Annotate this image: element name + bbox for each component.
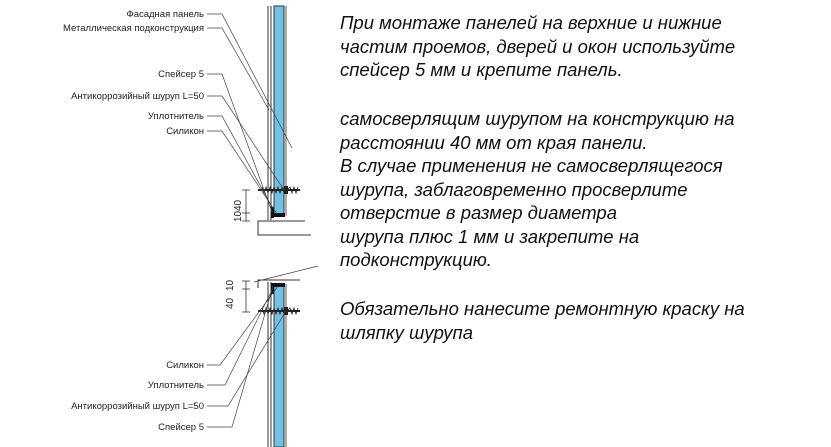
text-line: спейсер 5 мм и крепите панель. xyxy=(340,59,623,80)
dimension-line-bottom xyxy=(242,280,250,313)
dim-40-top: 40 xyxy=(233,199,244,211)
text-line: отверстие в размер диаметра xyxy=(340,202,618,223)
label-silicone: Силикон xyxy=(166,126,204,137)
text-line: шурупа, заблаговременно просверлите xyxy=(340,178,688,200)
label-spacer: Спейсер 5 xyxy=(158,69,204,80)
text-leader-line xyxy=(253,265,319,283)
dim-40-bottom: 40 xyxy=(225,297,236,309)
screw-icon xyxy=(258,185,300,195)
paragraph-3: Обязательно нанесите ремонтную краску на… xyxy=(340,297,745,344)
bottom-detail: 10 40 Силикон Уплотнитель Антикоррозийны… xyxy=(71,279,300,447)
text-line: подконструкцию. xyxy=(340,249,492,270)
paragraph-1: При монтаже панелей на верхние и нижние … xyxy=(340,11,735,82)
label-screw: Антикоррозийный шуруп L=50 xyxy=(71,401,204,412)
label-facade-panel: Фасадная панель xyxy=(126,9,204,20)
paragraph-2: самосверлящим шурупом на конструкцию на … xyxy=(340,107,735,272)
text-line: частим проемов, дверей и окон используйт… xyxy=(340,35,736,57)
top-detail: 40 10 Фасадная панель Металлическая подк… xyxy=(63,5,311,236)
window-sill xyxy=(257,220,311,236)
dim-10-top: 10 xyxy=(233,210,244,222)
dimension-line-top xyxy=(242,189,250,222)
dim-10-bottom: 10 xyxy=(225,279,236,291)
text-line: При монтаже панелей на верхние и нижние xyxy=(340,12,722,33)
label-silicone: Силикон xyxy=(166,360,204,371)
facade-panel xyxy=(273,5,285,217)
sealant xyxy=(271,207,274,218)
label-metal-substructure: Металлическая подконструкция xyxy=(63,23,204,34)
silicone xyxy=(274,213,285,217)
text-line: расстоянии 40 мм от края панели. xyxy=(340,131,648,153)
leader-lines-bottom xyxy=(207,285,287,428)
text-line: самосверлящим шурупом на конструкцию на xyxy=(340,108,735,129)
text-line: Обязательно нанесите ремонтную краску на xyxy=(340,298,745,319)
label-sealant: Уплотнитель xyxy=(148,111,204,122)
silicone xyxy=(274,283,285,287)
text-line: шляпку шурупа xyxy=(340,321,473,343)
window-head xyxy=(257,279,300,288)
text-line: В случае применения не самосверлящегося xyxy=(340,155,723,176)
label-sealant: Уплотнитель xyxy=(148,380,204,391)
label-screw: Антикоррозийный шуруп L=50 xyxy=(71,91,204,102)
label-spacer: Спейсер 5 xyxy=(158,422,204,433)
text-line: шурупа плюс 1 мм и закрепите на xyxy=(340,225,640,247)
leader-lines-top xyxy=(207,13,293,215)
